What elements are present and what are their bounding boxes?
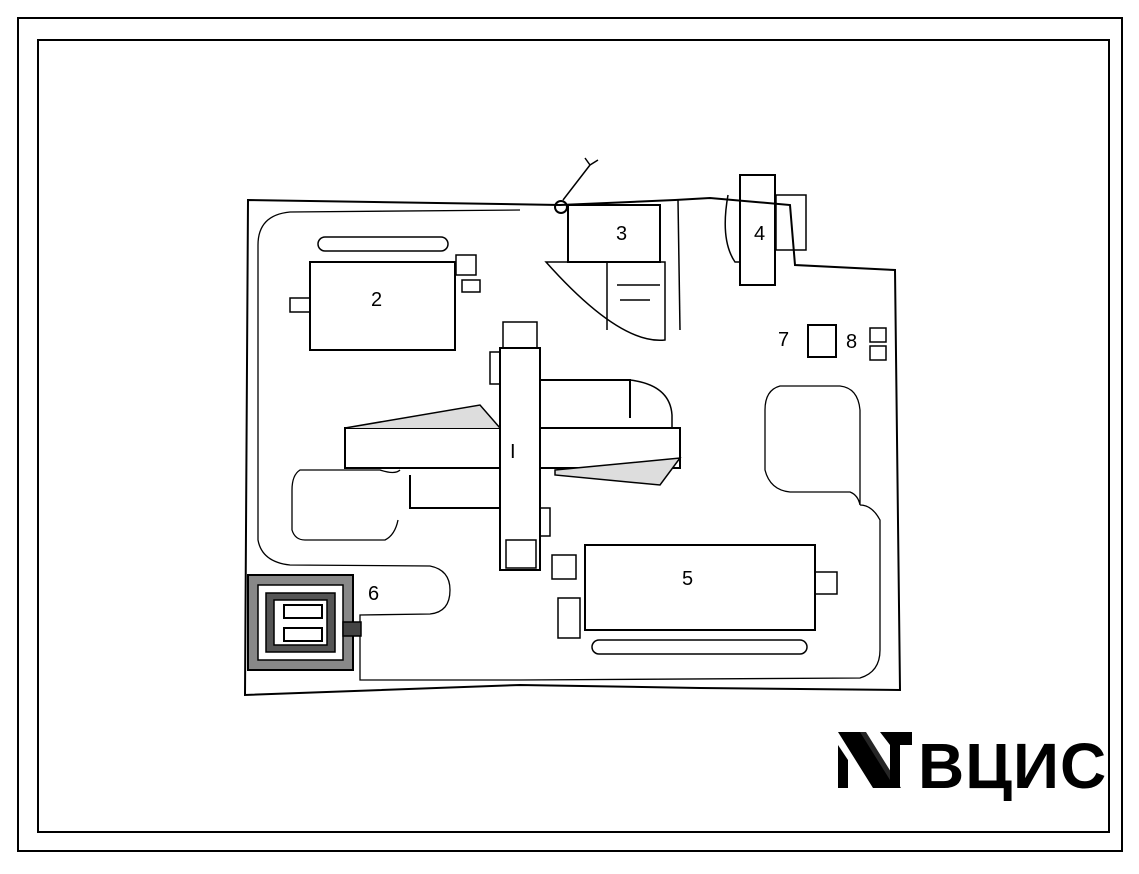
label-8: 8 (846, 331, 857, 353)
east-wing-canopy (554, 457, 682, 486)
label-5: 5 (682, 568, 693, 590)
building-I-vertical (499, 347, 541, 571)
logo-mark-icon (838, 732, 912, 788)
road-loop (764, 385, 861, 506)
building-4 (739, 174, 776, 286)
building-3 (567, 204, 661, 263)
building-2-strip (317, 236, 449, 252)
west-wing-canopy (344, 404, 501, 429)
outer-frame (17, 17, 1123, 852)
label-2: 2 (371, 289, 382, 311)
label-4: 4 (754, 223, 765, 245)
building-2-annex (455, 254, 477, 276)
entry-arrow (562, 157, 599, 201)
logo-text: ВЦИС (918, 730, 1107, 802)
road-edge (257, 209, 881, 681)
building-5 (584, 544, 816, 631)
building-5-strip (591, 639, 808, 655)
building-7 (807, 324, 837, 358)
label-3: 3 (616, 223, 627, 245)
label-6: 6 (368, 583, 379, 605)
inner-frame (37, 39, 1110, 833)
building-I-west-wing (344, 427, 501, 469)
building-2 (309, 261, 456, 351)
site-boundary (243, 196, 902, 697)
entry-marker (554, 200, 568, 214)
building-3-wing (544, 261, 666, 341)
label-I: I (510, 441, 516, 463)
building-8-a (869, 327, 887, 343)
label-7: 7 (778, 329, 789, 351)
building-8-b (869, 345, 887, 361)
